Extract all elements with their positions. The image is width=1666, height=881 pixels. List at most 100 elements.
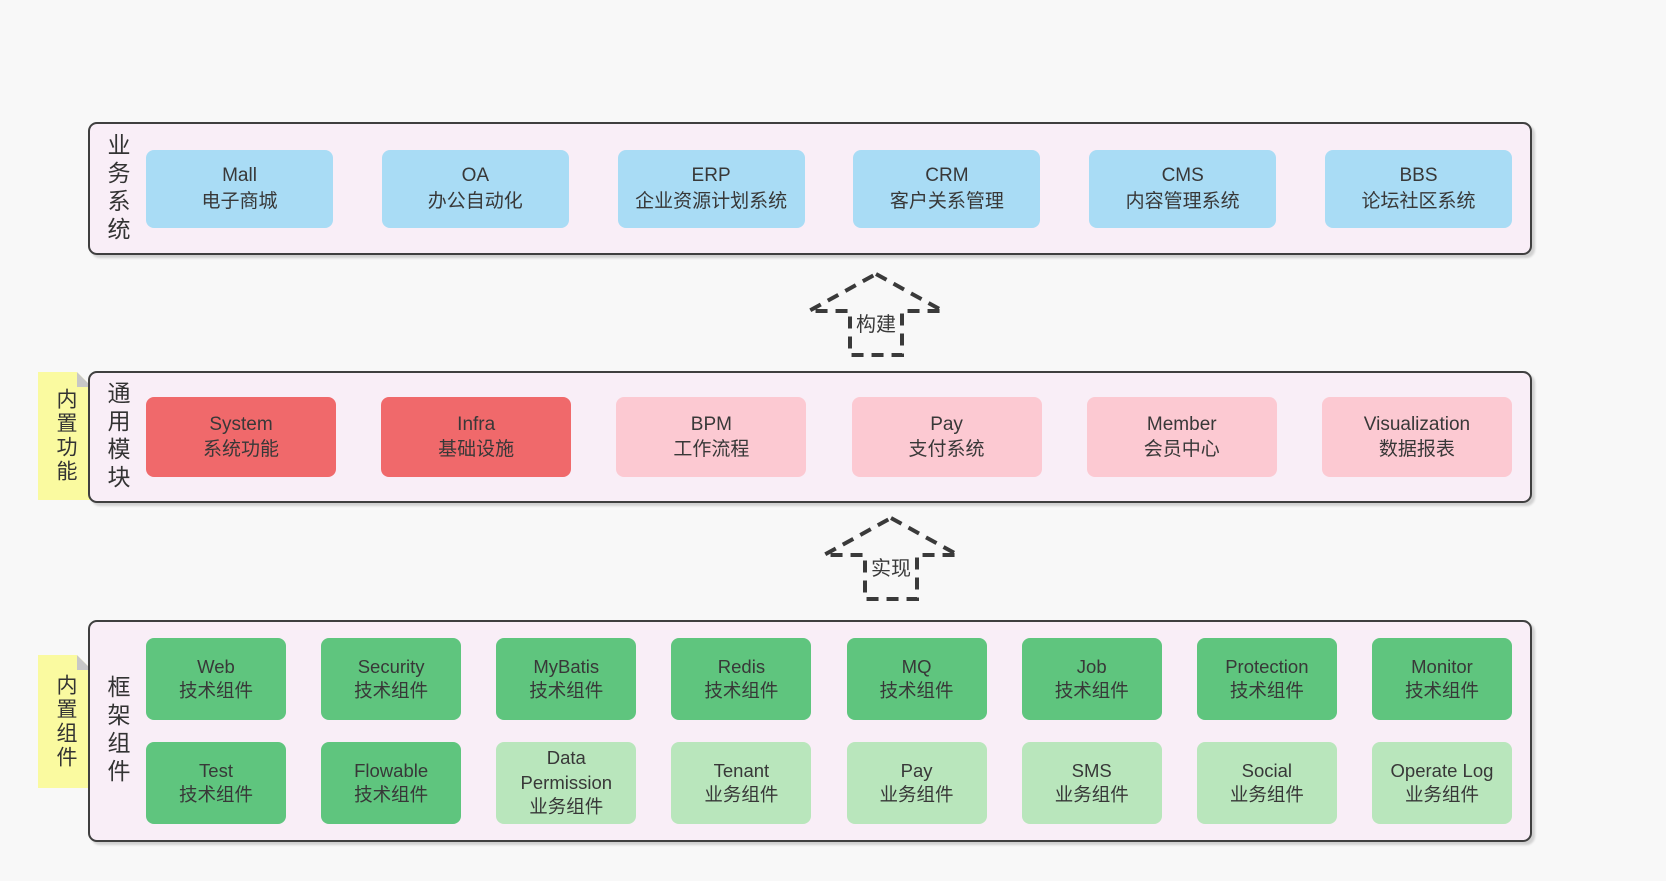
module-box-sms: SMS 业务组件 — [1021, 742, 1162, 824]
module-title: Tenant — [713, 759, 770, 781]
module-title: ERP — [691, 165, 731, 187]
module-subtitle: 技术组件 — [1054, 680, 1129, 701]
module-title: Flowable — [354, 759, 429, 781]
band-business-systems: 业务系统 Mall 电子商城 OA 办公自动化 ERP 企业资源计划系统 CRM 客户关系管理… — [88, 122, 1532, 255]
module-title: Protection — [1225, 655, 1309, 677]
module-subtitle: 办公自动化 — [427, 190, 523, 212]
band-label-business-systems: 业务系统 — [104, 132, 130, 245]
module-title: Monitor — [1411, 655, 1473, 677]
module-subtitle: 技术组件 — [879, 680, 954, 701]
module-box-flowable: Flowable 技术组件 — [321, 742, 462, 824]
module-title: Pay — [900, 759, 933, 781]
module-subtitle: 技术组件 — [354, 784, 429, 805]
module-subtitle: 基础设施 — [438, 439, 515, 460]
module-subtitle: 论坛社区系统 — [1361, 190, 1476, 212]
module-title: BPM — [690, 413, 732, 435]
module-box-cms: CMS 内容管理系统 — [1089, 149, 1277, 228]
module-box-oa: OA 办公自动化 — [381, 149, 569, 228]
module-title: CRM — [925, 165, 969, 187]
module-box-system: System 系统功能 — [146, 397, 336, 477]
module-title: Redis — [717, 655, 766, 677]
module-box-social: Social 业务组件 — [1196, 742, 1337, 824]
module-box-bbs: BBS 论坛社区系统 — [1324, 149, 1512, 228]
module-subtitle: 技术组件 — [704, 680, 779, 701]
module-subtitle: 会员中心 — [1143, 439, 1220, 460]
module-box-security: Security 技术组件 — [321, 638, 462, 720]
sticky-note-label: 内置功能 — [54, 388, 77, 484]
module-subtitle: 业务组件 — [1054, 784, 1129, 805]
module-subtitle: 系统功能 — [202, 439, 279, 460]
module-title: CMS — [1161, 165, 1204, 187]
module-subtitle: 工作流程 — [673, 439, 750, 460]
module-title: Member — [1146, 413, 1217, 435]
module-subtitle: 技术组件 — [1404, 680, 1479, 701]
business-systems-boxes: Mall 电子商城 OA 办公自动化 ERP 企业资源计划系统 CRM 客户关系管理 CMS 内容… — [144, 124, 1530, 253]
build-arrow-label: 构建 — [854, 308, 898, 337]
module-title: Infra — [457, 413, 496, 435]
module-subtitle: 技术组件 — [178, 680, 253, 701]
module-box-pay: Pay 业务组件 — [846, 742, 987, 824]
module-box-data-permission: Data Permission 业务组件 — [496, 742, 637, 824]
module-box-mq: MQ 技术组件 — [846, 638, 987, 720]
module-box-bpm: BPM 工作流程 — [616, 397, 807, 477]
module-box-crm: CRM 客户关系管理 — [853, 149, 1041, 228]
module-title: Test — [199, 759, 233, 781]
module-title: SMS — [1071, 759, 1112, 781]
module-subtitle: 业务组件 — [879, 784, 954, 805]
module-box-tenant: Tenant 业务组件 — [671, 742, 812, 824]
sticky-note-built-in-components: 内置组件 — [38, 655, 92, 788]
implement-arrow: 实现 — [821, 515, 961, 603]
module-box-monitor: Monitor 技术组件 — [1371, 638, 1512, 720]
module-title: Mall — [222, 165, 257, 187]
module-title: BBS — [1399, 165, 1438, 187]
dashed-up-arrow-icon — [823, 515, 959, 601]
module-title: Web — [197, 655, 235, 677]
module-subtitle: 业务组件 — [1404, 784, 1479, 805]
module-subtitle: 电子商城 — [201, 190, 278, 212]
build-arrow: 构建 — [806, 271, 946, 359]
module-title: MyBatis — [533, 655, 600, 677]
module-title: MQ — [901, 655, 932, 677]
module-title: Job — [1076, 655, 1107, 677]
module-box-job: Job 技术组件 — [1021, 638, 1162, 720]
band-label-framework-components: 框架组件 — [104, 675, 130, 787]
module-box-infra: Infra 基础设施 — [381, 397, 572, 477]
module-box-erp: ERP 企业资源计划系统 — [617, 149, 805, 228]
module-box-mybatis: MyBatis 技术组件 — [496, 638, 637, 720]
module-title: Social — [1241, 759, 1293, 781]
module-title: Data Permission — [520, 747, 613, 793]
band-common-modules: 通用模块 System 系统功能 Infra 基础设施 BPM 工作流程 Pay 支付系统 Me… — [88, 371, 1532, 503]
module-box-member: Member 会员中心 — [1086, 397, 1277, 477]
sticky-note-built-in-features: 内置功能 — [38, 372, 92, 500]
module-box-mall: Mall 电子商城 — [146, 149, 333, 228]
module-title: Visualization — [1363, 413, 1471, 435]
band-label-common-modules: 通用模块 — [104, 381, 130, 493]
module-subtitle: 业务组件 — [704, 784, 779, 805]
module-subtitle: 业务组件 — [529, 796, 604, 818]
module-title: Pay — [930, 413, 963, 435]
common-modules-boxes: System 系统功能 Infra 基础设施 BPM 工作流程 Pay 支付系统 Member 会… — [144, 373, 1530, 501]
sticky-note-label: 内置组件 — [54, 673, 77, 770]
module-subtitle: 客户关系管理 — [889, 190, 1004, 212]
module-title: Operate Log — [1390, 759, 1494, 781]
module-subtitle: 业务组件 — [1229, 784, 1304, 805]
module-subtitle: 技术组件 — [354, 680, 429, 701]
implement-arrow-label: 实现 — [869, 552, 913, 581]
module-subtitle: 企业资源计划系统 — [635, 190, 788, 212]
module-subtitle: 内容管理系统 — [1125, 190, 1240, 212]
module-title: OA — [461, 165, 490, 187]
module-subtitle: 支付系统 — [908, 439, 985, 460]
dashed-up-arrow-icon — [808, 271, 944, 357]
module-box-redis: Redis 技术组件 — [671, 638, 812, 720]
module-box-pay: Pay 支付系统 — [851, 397, 1042, 477]
module-subtitle: 技术组件 — [529, 680, 604, 701]
module-title: System — [209, 413, 273, 435]
module-title: Security — [357, 655, 425, 677]
